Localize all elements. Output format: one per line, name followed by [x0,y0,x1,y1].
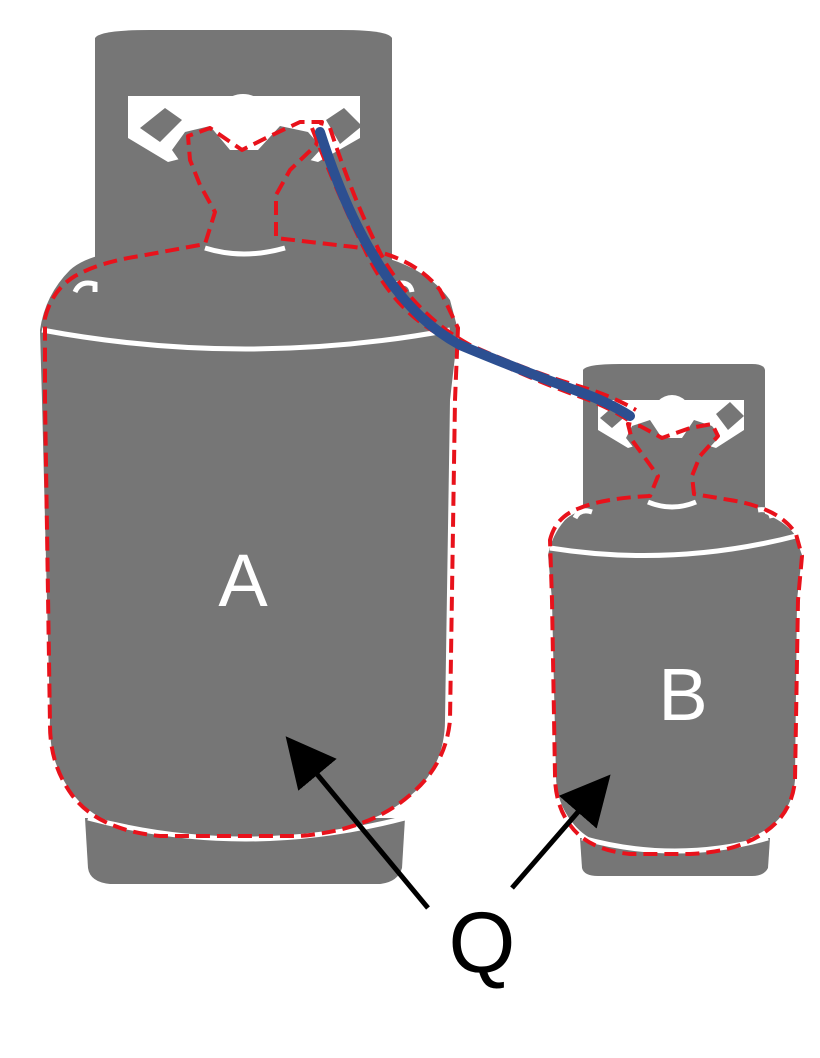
annotation-q-label: Q [449,895,516,991]
hose-line [315,127,635,421]
arrow-to-tank-a [285,736,430,910]
tank-a-valve-icon [140,94,362,248]
tank-b-body [548,500,802,850]
connecting-hose [310,127,638,422]
tank-b-valve-icon [600,395,744,500]
heat-annotation: Q [285,736,611,991]
tank-a-label: A [218,539,268,622]
gas-cylinder-b: B [548,364,804,876]
arrow-to-tank-b [510,774,611,890]
tank-b-label: B [658,653,707,736]
gas-cylinder-a: A [40,30,460,884]
tank-b-boundary-outline [548,422,804,856]
tank-a-body [40,245,458,834]
